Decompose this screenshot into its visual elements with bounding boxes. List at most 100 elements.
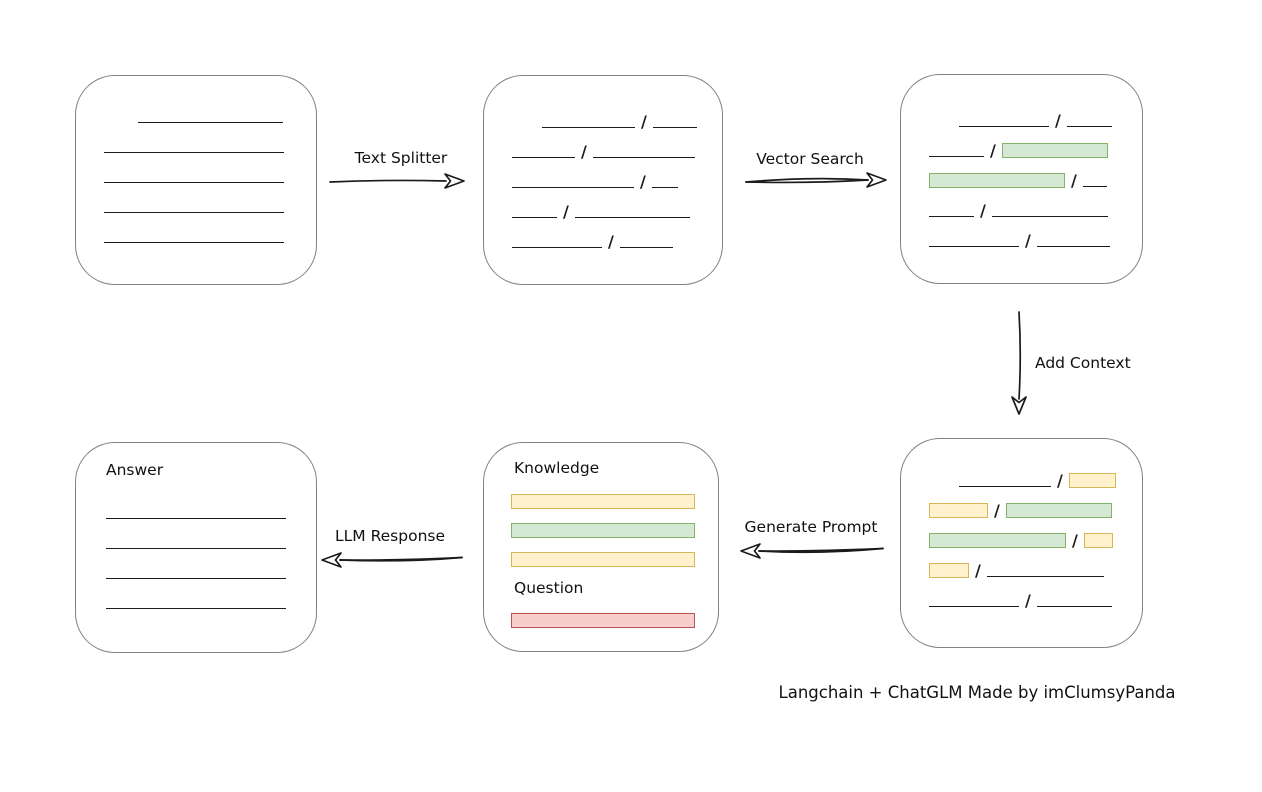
text-line [512, 217, 557, 218]
doc-row [104, 227, 296, 244]
add-context-label: Add Context [1035, 354, 1131, 372]
yellow-highlight-chunk [929, 503, 988, 518]
yellow-chunk-bar [511, 552, 695, 567]
text-line [959, 126, 1049, 127]
doc-row [104, 137, 296, 154]
diagram-caption: Langchain + ChatGLM Made by imClumsyPand… [778, 683, 1176, 702]
doc-row [106, 593, 296, 610]
doc-row: / [512, 112, 702, 130]
doc-row [106, 533, 296, 550]
yellow-chunk-bar [511, 494, 695, 509]
doc-row: / [929, 231, 1122, 250]
answer-lines [106, 503, 296, 610]
text-line [104, 152, 284, 153]
text-line [106, 548, 286, 549]
llm-response-arrow-icon [321, 552, 463, 568]
slash-separator: / [1071, 171, 1077, 190]
doc-row: / [512, 232, 702, 251]
doc-row [106, 563, 296, 580]
green-highlight-chunk [929, 533, 1066, 548]
split-chunks-card: / / / / / [483, 75, 723, 285]
slash-separator: / [608, 232, 614, 251]
llm-response-label: LLM Response [334, 527, 446, 545]
source-document-card [75, 75, 317, 285]
green-chunk-bar [511, 523, 695, 538]
text-line [106, 608, 286, 609]
answer-card: Answer [75, 442, 317, 653]
doc-row: / [512, 142, 702, 161]
text-line [929, 606, 1019, 607]
doc-row: / [512, 172, 702, 191]
text-line [959, 486, 1051, 487]
text-line [542, 127, 635, 128]
knowledge-label: Knowledge [514, 459, 600, 477]
doc-row [104, 197, 296, 214]
text-line [652, 127, 697, 128]
vector-search-result-card: / / / / / [900, 74, 1143, 284]
text-line [619, 247, 673, 248]
text-line [104, 242, 284, 243]
add-context-arrow-icon [1011, 311, 1027, 415]
slash-separator: / [640, 172, 646, 191]
doc-row: / [929, 591, 1122, 610]
document-lines [104, 107, 296, 244]
doc-row [106, 503, 296, 520]
context-chunks-card: / / / / / [900, 438, 1143, 648]
doc-row [104, 167, 296, 184]
text-line [651, 187, 678, 188]
slash-separator: / [1055, 111, 1061, 130]
text-line [1082, 186, 1107, 187]
text-splitter-label: Text Splitter [354, 149, 448, 167]
text-line [512, 187, 634, 188]
text-line [138, 122, 283, 123]
doc-row: / [929, 141, 1122, 160]
slash-separator: / [581, 142, 587, 161]
answer-label: Answer [106, 461, 164, 479]
question-bars [511, 613, 695, 628]
slash-separator: / [1025, 231, 1031, 250]
doc-row: / [929, 171, 1122, 190]
slash-separator: / [563, 202, 569, 221]
text-line [106, 578, 286, 579]
text-line [1036, 246, 1110, 247]
text-line [929, 156, 984, 157]
text-line [104, 182, 284, 183]
slash-separator: / [1025, 591, 1031, 610]
text-line [512, 157, 575, 158]
text-line [929, 246, 1019, 247]
slash-separator: / [994, 501, 1000, 520]
doc-row: / [929, 111, 1122, 130]
generate-prompt-arrow-icon [740, 543, 884, 559]
chunked-lines: / / / / / [512, 112, 702, 251]
text-splitter-arrow-icon [329, 173, 465, 189]
green-highlight-chunk [1005, 503, 1112, 518]
text-line [592, 157, 695, 158]
doc-row [104, 107, 296, 124]
slash-separator: / [975, 561, 981, 580]
yellow-highlight-chunk [1083, 533, 1113, 548]
prompt-card: Knowledge Question [483, 442, 719, 652]
red-chunk-bar [511, 613, 695, 628]
doc-row: / [929, 561, 1122, 580]
yellow-highlight-chunk [1068, 473, 1116, 488]
slash-separator: / [1057, 471, 1063, 490]
text-line [1066, 126, 1112, 127]
text-line [1036, 606, 1112, 607]
context-chunk-lines: / / / / / [929, 471, 1122, 610]
question-label: Question [514, 579, 584, 597]
knowledge-bars [511, 494, 695, 567]
slash-separator: / [980, 201, 986, 220]
doc-row: / [929, 501, 1122, 520]
matched-chunk-lines: / / / / / [929, 111, 1122, 250]
slash-separator: / [1072, 531, 1078, 550]
text-line [512, 247, 602, 248]
text-line [929, 216, 974, 217]
slash-separator: / [990, 141, 996, 160]
vector-search-arrow-icon [745, 172, 887, 188]
text-line [986, 576, 1104, 577]
text-line [104, 212, 284, 213]
doc-row: / [929, 471, 1122, 490]
yellow-highlight-chunk [929, 563, 969, 578]
doc-row: / [929, 201, 1122, 220]
